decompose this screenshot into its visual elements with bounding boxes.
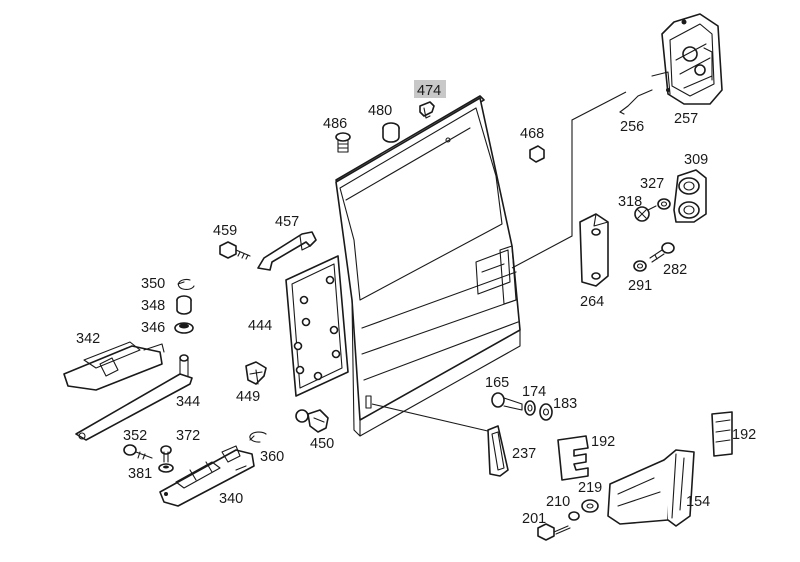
rod-256[interactable] [619, 89, 653, 115]
pin-344[interactable] [75, 354, 193, 441]
callout-444[interactable]: 444 [248, 318, 272, 334]
circlip-360[interactable] [249, 431, 267, 443]
callout-449[interactable]: 449 [236, 389, 260, 405]
washer-210[interactable] [568, 511, 580, 521]
callout-165[interactable]: 165 [485, 375, 509, 391]
callout-344[interactable]: 344 [176, 394, 200, 410]
bushing-480[interactable] [382, 122, 400, 143]
callout-318[interactable]: 318 [618, 194, 642, 210]
plug-468[interactable] [529, 145, 545, 163]
callout-372[interactable]: 372 [176, 428, 200, 444]
callout-459[interactable]: 459 [213, 223, 237, 239]
callout-486[interactable]: 486 [323, 116, 347, 132]
callout-282[interactable]: 282 [663, 262, 687, 278]
screw-372[interactable] [160, 445, 172, 463]
callout-474[interactable]: 474 [417, 83, 441, 99]
circlip-350[interactable] [177, 278, 195, 290]
mechanism-342[interactable] [63, 341, 165, 391]
washer-291[interactable] [633, 260, 647, 272]
latch-340[interactable] [159, 445, 255, 507]
clip-486[interactable] [335, 132, 351, 153]
screw-352[interactable] [123, 444, 153, 460]
washer-174[interactable] [524, 400, 536, 416]
callout-381[interactable]: 381 [128, 466, 152, 482]
buffer-309[interactable] [673, 169, 707, 223]
leader-237 [371, 403, 493, 433]
lock-257[interactable] [651, 13, 723, 105]
highlight-474 [414, 80, 446, 98]
shim-192b[interactable] [711, 411, 733, 457]
callout-342[interactable]: 342 [76, 331, 100, 347]
washer-183[interactable] [539, 403, 553, 421]
callout-457[interactable]: 457 [275, 214, 299, 230]
trim-panel-444[interactable] [285, 255, 349, 397]
callout-360[interactable]: 360 [260, 449, 284, 465]
grommet-346[interactable] [174, 322, 194, 334]
screw-282[interactable] [649, 242, 675, 263]
seal-237[interactable] [487, 425, 509, 477]
callout-201[interactable]: 201 [522, 511, 546, 527]
washer-219[interactable] [581, 499, 599, 513]
washer-381[interactable] [158, 463, 174, 473]
callout-350[interactable]: 350 [141, 276, 165, 292]
callout-352[interactable]: 352 [123, 428, 147, 444]
clip-449[interactable] [245, 361, 267, 385]
handle-457[interactable] [257, 231, 317, 271]
striker-264[interactable] [579, 213, 609, 287]
clip-474[interactable] [419, 101, 435, 119]
callout-346[interactable]: 346 [141, 320, 165, 336]
bolt-165[interactable] [491, 392, 523, 411]
callout-192-right[interactable]: 192 [732, 427, 756, 443]
callout-340[interactable]: 340 [219, 491, 243, 507]
callout-237[interactable]: 237 [512, 446, 536, 462]
callout-219[interactable]: 219 [578, 480, 602, 496]
callout-450[interactable]: 450 [310, 436, 334, 452]
callout-210[interactable]: 210 [546, 494, 570, 510]
callout-174[interactable]: 174 [522, 384, 546, 400]
callout-192-left[interactable]: 192 [591, 434, 615, 450]
callout-256[interactable]: 256 [620, 119, 644, 135]
leader-257 [511, 91, 627, 269]
hinge-154[interactable] [607, 449, 695, 527]
callout-154[interactable]: 154 [686, 494, 710, 510]
screw-459[interactable] [219, 241, 251, 260]
callout-327[interactable]: 327 [640, 176, 664, 192]
callout-480[interactable]: 480 [368, 103, 392, 119]
bushing-348[interactable] [176, 295, 192, 315]
shim-192a[interactable] [557, 435, 589, 481]
callout-257[interactable]: 257 [674, 111, 698, 127]
bolt-201[interactable] [537, 523, 571, 541]
callout-183[interactable]: 183 [553, 396, 577, 412]
washer-327[interactable] [657, 198, 671, 210]
callout-468[interactable]: 468 [520, 126, 544, 142]
callout-291[interactable]: 291 [628, 278, 652, 294]
callout-264[interactable]: 264 [580, 294, 604, 310]
screw-318[interactable] [634, 205, 657, 222]
callout-309[interactable]: 309 [684, 152, 708, 168]
clip-450[interactable] [295, 409, 329, 433]
door-panel[interactable] [335, 95, 521, 437]
callout-348[interactable]: 348 [141, 298, 165, 314]
